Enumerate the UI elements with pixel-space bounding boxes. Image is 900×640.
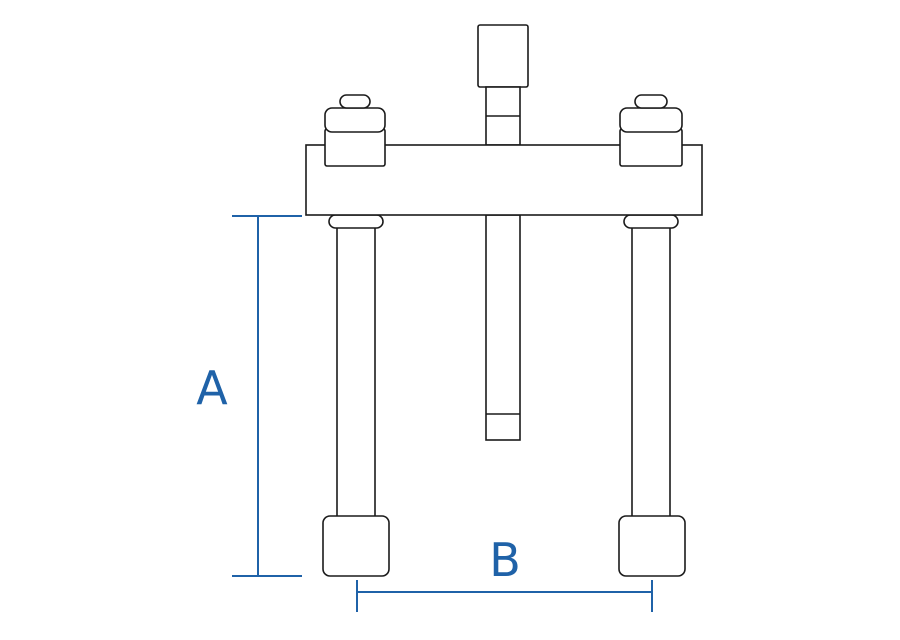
dimension-b: B: [356, 533, 653, 612]
left-nut-body: [324, 128, 386, 167]
right-leg-washer: [623, 214, 679, 229]
left-leg-rod: [336, 225, 376, 519]
left-leg-washer: [328, 214, 384, 229]
left-leg: [322, 214, 390, 577]
dimension-b-label: B: [489, 533, 521, 587]
right-leg-jaw: [618, 515, 686, 577]
left-leg-jaw: [322, 515, 390, 577]
spindle-lower-shaft: [485, 214, 521, 441]
left-nut-top: [339, 94, 371, 109]
right-leg: [618, 214, 686, 577]
right-nut-top: [634, 94, 668, 109]
dimension-a: A: [196, 215, 302, 577]
spindle: [477, 24, 529, 441]
spindle-hex-head: [477, 24, 529, 88]
right-nut-cap: [619, 107, 683, 133]
right-leg-rod: [631, 225, 671, 519]
left-top-nut: [324, 94, 386, 167]
right-nut-body: [619, 128, 683, 167]
left-nut-cap: [324, 107, 386, 133]
dimension-a-label: A: [196, 361, 228, 415]
right-top-nut: [619, 94, 683, 167]
